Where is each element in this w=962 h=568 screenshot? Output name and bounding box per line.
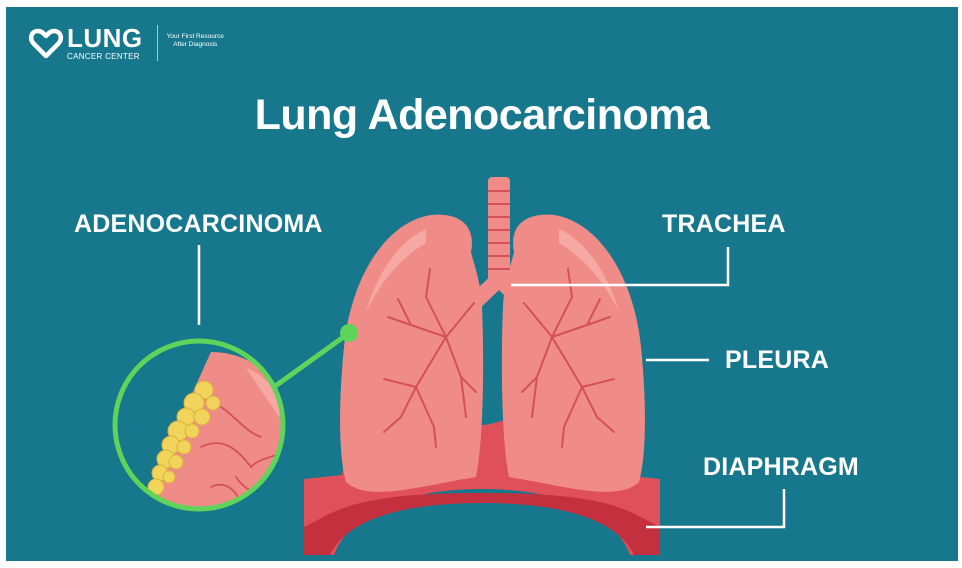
label-trachea: TRACHEA bbox=[662, 210, 786, 239]
trachea bbox=[488, 177, 510, 287]
label-adenocarcinoma: ADENOCARCINOMA bbox=[74, 210, 323, 239]
diaphragm-leader bbox=[646, 489, 784, 527]
diagram-canvas: LUNG CANCER CENTER Your First Resource A… bbox=[6, 7, 958, 561]
left-lung bbox=[340, 215, 483, 492]
magnifier-pointer bbox=[274, 333, 349, 387]
magnifier-lens bbox=[106, 337, 306, 517]
right-lung bbox=[502, 215, 645, 492]
label-pleura: PLEURA bbox=[725, 346, 829, 375]
label-diaphragm: DIAPHRAGM bbox=[703, 453, 859, 482]
magnifier-dot bbox=[340, 324, 358, 342]
